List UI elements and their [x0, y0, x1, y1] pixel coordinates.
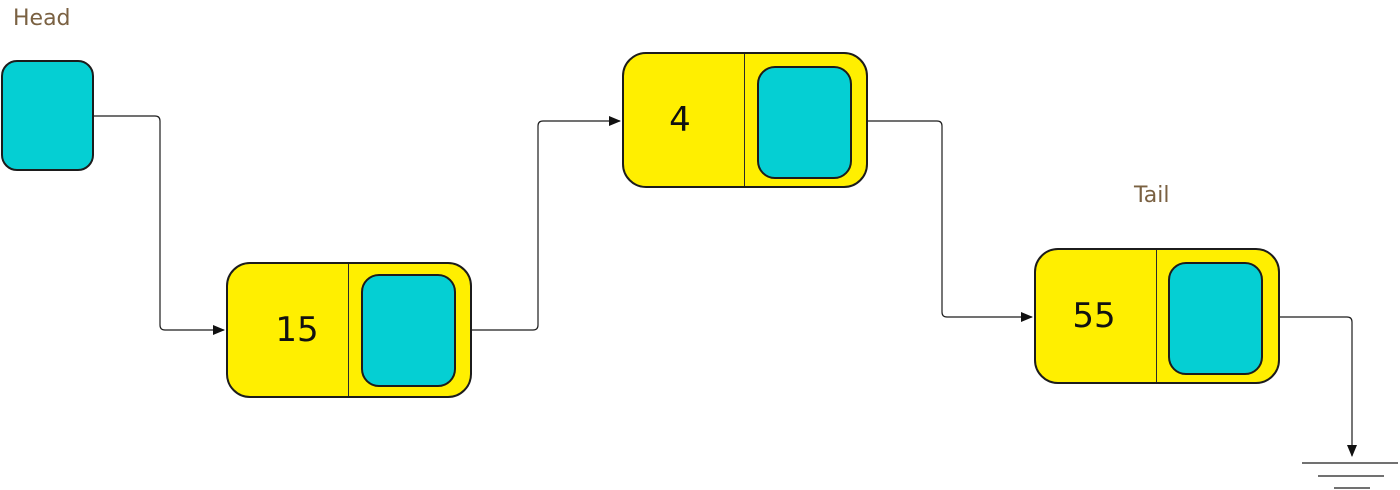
node-4-to-node-55-arrow: [851, 120, 1033, 322]
list-node: 55: [1034, 248, 1280, 384]
next-pointer-box: [361, 274, 456, 387]
node-value: 15: [275, 310, 319, 350]
list-node: 4: [622, 52, 868, 188]
head-to-node-15-arrow: [94, 115, 225, 335]
node-divider: [1156, 250, 1157, 382]
null-ground-icon: [1302, 462, 1398, 489]
node-divider: [744, 54, 745, 186]
head-label: Head: [13, 6, 71, 31]
next-pointer-box: [757, 66, 852, 179]
head-pointer-box: [1, 60, 94, 171]
list-node: 15: [226, 262, 472, 398]
node-15-to-node-4-arrow: [456, 116, 621, 331]
next-pointer-box: [1168, 262, 1263, 375]
node-value: 55: [1072, 296, 1116, 336]
node-divider: [348, 264, 349, 396]
tail-label: Tail: [1134, 183, 1170, 208]
node-value: 4: [669, 100, 691, 140]
